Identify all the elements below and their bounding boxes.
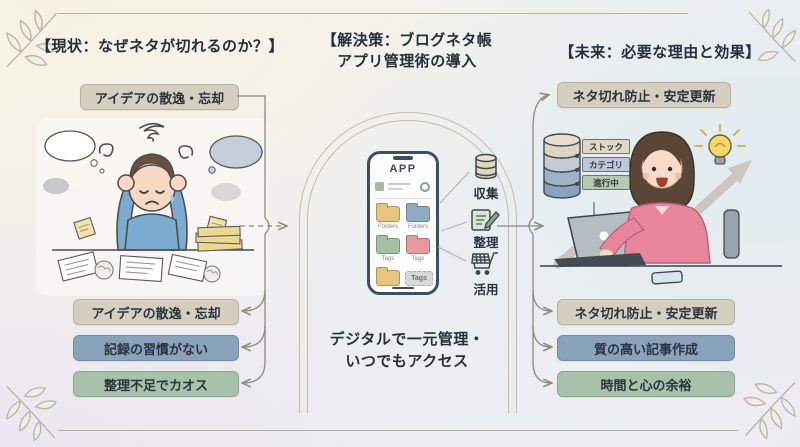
- leaf-branch-bottom-right: [743, 381, 796, 440]
- laptop-keyboard: [554, 253, 646, 267]
- stock-database-icon: [543, 133, 581, 199]
- tags-chip: Tags: [405, 271, 433, 286]
- center-title-line1: 【解決策：ブログネタ帳: [321, 32, 493, 49]
- phone-home-indicator: [392, 287, 414, 289]
- arrow-to-right-box-1: [532, 289, 551, 311]
- center-section-title: 【解決策：ブログネタ帳 アプリ管理術の導入: [295, 30, 519, 72]
- center-title-line2: アプリ管理術の導入: [337, 53, 477, 70]
- db-tag-in-progress: 進行中: [582, 175, 630, 190]
- left-section-title: 【現状：なぜネタが切れるのか？】: [35, 38, 284, 55]
- folder-icon-yellow: [376, 267, 400, 286]
- center-caption: デジタルで一元管理・ いつでもアクセス: [300, 329, 514, 373]
- scattered-papers: [57, 215, 243, 283]
- right-effect-box-1: ネタ切れ防止・安定更新: [557, 299, 735, 325]
- note-pencil-icon: [471, 209, 500, 231]
- stress-swirl-icons: [98, 122, 194, 159]
- folder-icon-blue: [406, 203, 430, 222]
- step-label-collect: 収集: [473, 187, 499, 201]
- left-top-box: アイデアの散逸・忘却: [80, 84, 239, 110]
- left-cause-box-1: アイデアの散逸・忘却: [73, 299, 239, 325]
- right-top-box: ネタ切れ防止・安定更新: [557, 82, 731, 108]
- phone-frame: APP Folders Folders Tags Tags Tags: [367, 151, 439, 295]
- paper-stack: [195, 225, 243, 252]
- smartphone: [651, 270, 683, 285]
- leaf-branch-top-left: [6, 9, 59, 68]
- phone-notch: [393, 156, 413, 160]
- arrow-to-left-box-2: [243, 325, 266, 347]
- caption-line1: デジタルで一元管理・: [329, 331, 485, 348]
- cart-icon: [471, 252, 498, 275]
- right-section-title: 【未来：必要な理由と効果】: [559, 44, 761, 61]
- db-tag-category: カテゴリ: [582, 157, 630, 172]
- caption-line2: いつでもアクセス: [345, 353, 469, 370]
- arrow-to-left-box-3: [243, 361, 266, 383]
- database-icon: [475, 153, 497, 180]
- happy-blogger-illustration: [540, 124, 782, 285]
- folder-label: Tags: [381, 256, 395, 262]
- arrow-to-right-box-2: [532, 325, 551, 347]
- arrow-to-right-box-3: [532, 361, 551, 383]
- folder-label: Folders: [377, 224, 398, 230]
- top-border-line: [58, 13, 688, 14]
- folder-icon-yellow: [376, 203, 400, 222]
- list-thumbnail-icon: [375, 182, 384, 191]
- chair: [723, 209, 740, 259]
- phone-divider: [374, 198, 432, 199]
- step-label-utilize: 活用: [473, 283, 499, 297]
- list-text-line: [388, 188, 403, 190]
- list-text-line: [388, 183, 410, 185]
- arch-frame-outer: [299, 112, 517, 413]
- right-effect-box-3: 時間と心の余裕: [557, 371, 735, 397]
- lightbulb-icon: [694, 124, 746, 165]
- folder-icon-pink: [406, 235, 430, 254]
- folder-icon-green: [376, 235, 400, 254]
- phone-search-bar: [375, 181, 431, 193]
- woman-at-laptop: [598, 131, 711, 264]
- left-cause-box-3: 整理不足でカオス: [73, 371, 239, 397]
- db-tag-stock: ストック: [582, 139, 630, 154]
- app-title: APP: [389, 163, 417, 175]
- folder-label: Folders: [407, 224, 428, 230]
- bottom-border-line: [58, 430, 738, 431]
- leaf-branch-bottom-left: [6, 385, 57, 442]
- step-label-organize: 整理: [473, 236, 499, 250]
- arch-frame-inner: [307, 120, 509, 413]
- stressed-blogger-illustration: [43, 122, 263, 283]
- leaf-branch-top-right: [748, 8, 797, 63]
- folder-label: Tags: [411, 256, 425, 262]
- right-effect-box-2: 質の高い記事作成: [557, 335, 735, 361]
- search-icon: [420, 182, 430, 192]
- stressed-person: [116, 153, 188, 251]
- left-cause-box-2: 記録の習慣がない: [73, 335, 239, 361]
